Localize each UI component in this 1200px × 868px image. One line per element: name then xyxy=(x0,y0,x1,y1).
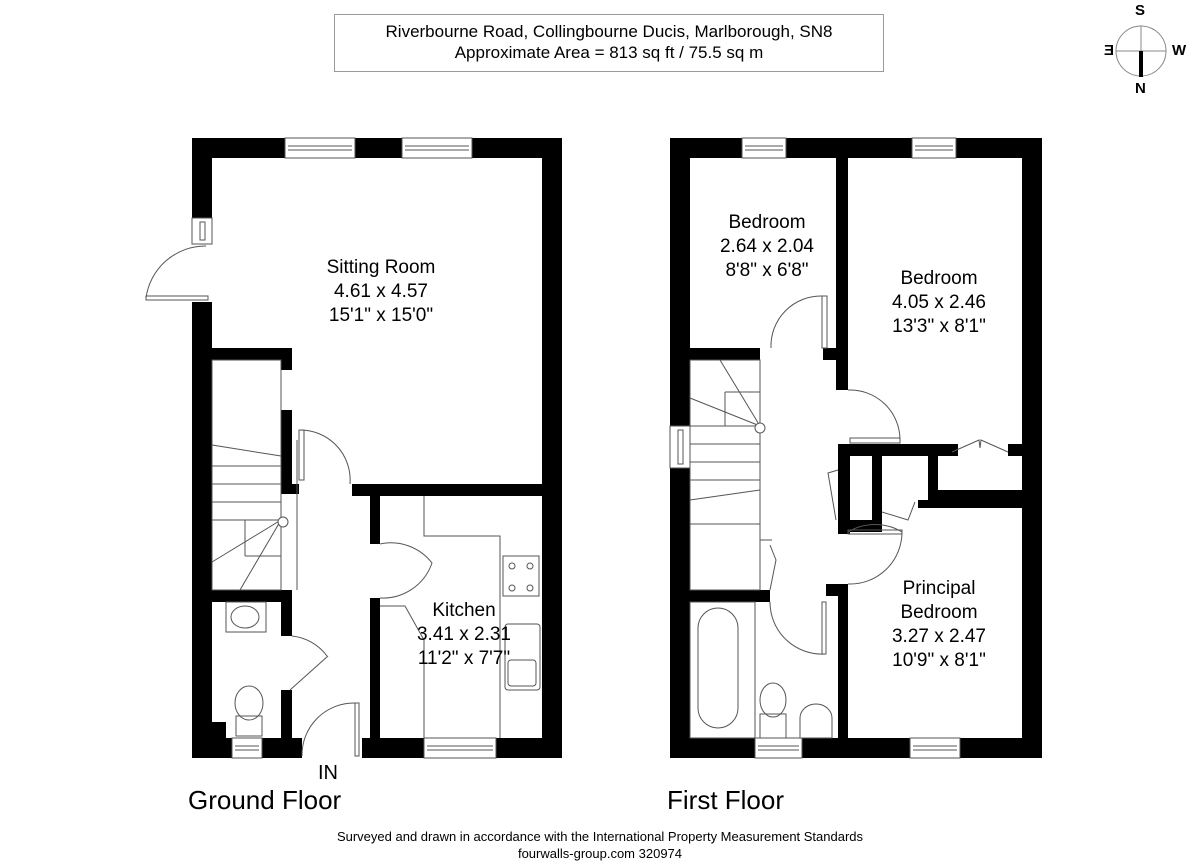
approximate-area: Approximate Area = 813 sq ft / 75.5 sq m xyxy=(454,43,764,62)
room-name: Principal xyxy=(902,578,976,599)
compass-south: S xyxy=(1135,2,1146,19)
room-name: Bedroom xyxy=(900,268,978,289)
footer-reference: fourwalls-group.com 320974 xyxy=(517,846,683,861)
room-bedroom-small: Bedroom 2.64 x 2.04 8'8" x 6'8" xyxy=(720,211,814,283)
room-imperial: 15'1" x 15'0" xyxy=(328,305,434,326)
room-imperial: 8'8" x 6'8" xyxy=(725,260,809,281)
footer-standards: Surveyed and drawn in accordance with th… xyxy=(336,829,864,844)
ground-floor-doors xyxy=(145,245,541,757)
room-name-line2: Bedroom xyxy=(900,602,978,623)
room-metric: 3.27 x 2.47 xyxy=(891,626,987,647)
room-metric: 2.64 x 2.04 xyxy=(719,236,815,257)
room-imperial: 10'9" x 8'1" xyxy=(892,650,986,671)
title-box: Riverbourne Road, Collingbourne Ducis, M… xyxy=(334,14,884,72)
footer: Surveyed and drawn in accordance with th… xyxy=(0,828,1200,862)
room-metric: 4.61 x 4.57 xyxy=(333,281,429,302)
room-name: Bedroom xyxy=(728,212,806,233)
compass: S N E W xyxy=(1104,0,1200,100)
room-name: Kitchen xyxy=(432,600,496,621)
ground-floor-windows xyxy=(191,137,497,759)
room-imperial: 13'3" x 8'1" xyxy=(892,316,986,337)
room-metric: 4.05 x 2.46 xyxy=(891,292,987,313)
compass-north: N xyxy=(1135,80,1146,97)
first-floor-doors-and-fixtures xyxy=(689,295,1009,739)
room-imperial: 11'2" x 7'7" xyxy=(417,648,511,669)
room-principal-bedroom: Principal Bedroom 3.27 x 2.47 10'9" x 8'… xyxy=(892,577,986,673)
room-kitchen: Kitchen 3.41 x 2.31 11'2" x 7'7" xyxy=(417,599,511,671)
entrance-label: IN xyxy=(318,762,338,784)
first-floor-windows xyxy=(669,137,961,759)
room-name: Sitting Room xyxy=(326,257,436,278)
address: Riverbourne Road, Collingbourne Ducis, M… xyxy=(385,22,833,41)
room-metric: 3.41 x 2.31 xyxy=(416,624,512,645)
room-bedroom-large: Bedroom 4.05 x 2.46 13'3" x 8'1" xyxy=(892,267,986,339)
first-floor-title: First Floor xyxy=(667,785,784,815)
ground-floor-title: Ground Floor xyxy=(188,785,342,815)
compass-icon xyxy=(1115,25,1167,77)
room-sitting-room: Sitting Room 4.61 x 4.57 15'1" x 15'0" xyxy=(327,256,436,328)
